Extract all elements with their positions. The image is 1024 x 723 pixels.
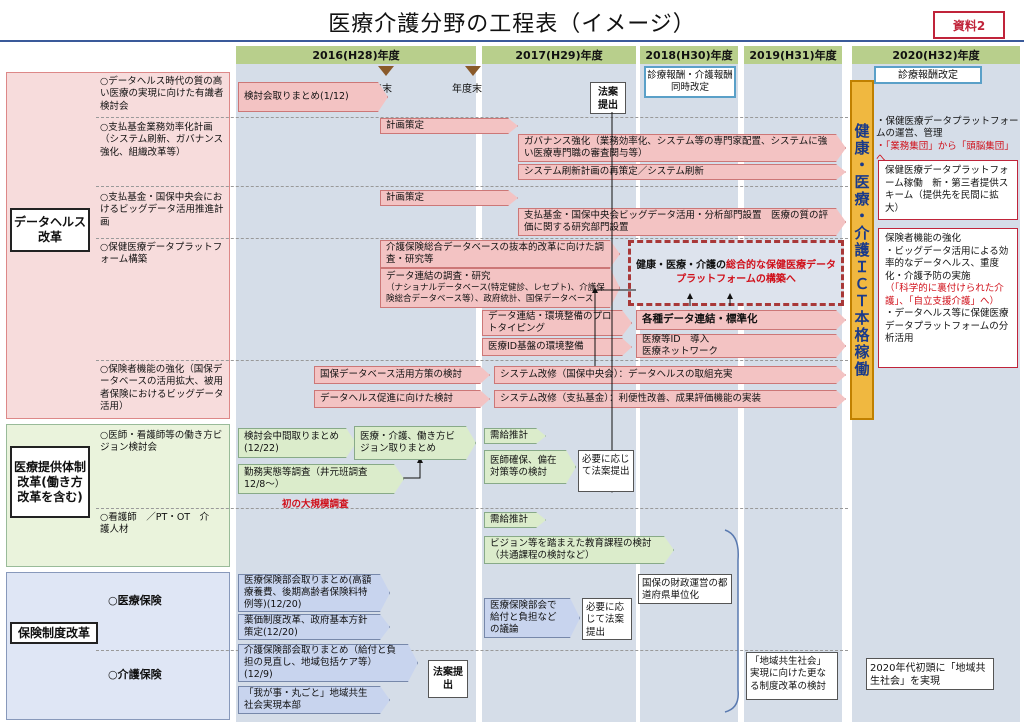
column-2020 [852, 46, 1020, 722]
right-box-1: ・保健医療データプラットフォームの運営、管理 ・「業務集団」から「頭脳集団」へ [876, 116, 1022, 164]
vision-arrow: 医療・介護、働き方ビジョン取りまとめ [354, 426, 476, 460]
year-header-2018: 2018(H30)年度 [640, 46, 738, 64]
iryou-nw-label: 医療ネットワーク [642, 346, 719, 357]
iryou-id2-label: 医療等ID 導入 [642, 334, 710, 346]
system-sakusei-arrow: システム刷新計画の再策定／システム刷新 [518, 164, 846, 180]
platform-text-a: 健康・医療・介護の [636, 260, 726, 271]
wagakoto-arrow: 「我が事・丸ごと」地域共生社会実現本部 [238, 686, 390, 714]
shiharai-bd-arrow: 支払基金・国保中央会ビッグデータ活用・分析部門設置 医療の質の評価に関する研究部… [518, 208, 846, 236]
hatsu-label: 初の大規模調査 [282, 499, 349, 510]
right-box-2: 保健医療データプラットフォーム稼働 新・第三者提供スキーム（提供先を民間に拡大） [878, 160, 1018, 220]
year-header-2016: 2016(H28)年度 [236, 46, 476, 64]
yakka-arrow: 薬価制度改革、政府基本方針策定(12/20) [238, 614, 390, 640]
sublabel-dh2: ○支払基金業務効率化計画（システム刷新、ガバナンス強化、組織改革等） [100, 122, 224, 158]
sublabel-dh5: ○保険者機能の強化（国保データベースの活用拡大、被用者保険におけるビッグデータ活… [100, 364, 224, 413]
section-label-data-health: データヘルス改革 [10, 208, 90, 252]
iryou-bukai2-arrow: 医療保険部会で給付と負担などの議論 [484, 598, 580, 638]
row-divider [96, 360, 848, 361]
kokuho-zaisei-box: 国保の財政運営の都道府県単位化 [638, 574, 732, 604]
vision-kyouiku-arrow: ビジョン等を踏まえた教育課程の検討（共通課程の検討など） [484, 536, 674, 564]
section-label-iryou-teikyou: 医療提供体制改革(働き方改革を含む) [10, 446, 90, 518]
data-renketsu-sub: （ナショナルデータベース(特定健診、レセプト)、介護保険総合データベース等）、政… [386, 282, 605, 304]
keikaku-arrow-2: 計画策定 [380, 190, 518, 206]
ict-bar: 健康・医療・介護ＩＣＴ本格稼働 [850, 80, 874, 420]
sublabel-ip1: ○医師・看護師等の働き方ビジョン検討会 [100, 430, 223, 454]
system-kaishu2-arrow: システム改修（支払基金）：利便性改善、成果評価機能の実装 [494, 390, 846, 408]
year-header-2020: 2020(H32)年度 [852, 46, 1020, 64]
year-header-2017: 2017(H29)年度 [482, 46, 636, 64]
right-box-3-b: ・ビッグデータ活用による効率的なデータヘルス、重度化・介護予防の実施 [885, 245, 1009, 282]
iryou-bukai-arrow: 医療保険部会取りまとめ(高額療養費、後期高齢者保険料特例等)(12/20) [238, 574, 390, 612]
jukyu-arrow-1: 需給推計 [484, 428, 546, 444]
iryou-id-arrow: 医療ID基盤の環境整備 [482, 338, 632, 356]
kokuho-db-arrow: 国保データベース活用方策の検討 [314, 366, 490, 384]
jukyu-arrow-2: 需給推計 [484, 512, 546, 528]
milestone-nendomatsu-marker [465, 66, 481, 76]
right-box-3-c: （「科学的に裏付けられた介護」、「自立支援介護」へ） [885, 283, 1004, 307]
data-renketsu-title: データ連結の調査・研究 [386, 271, 491, 282]
shinryo-kaitei-box: 診療報酬改定 [874, 66, 982, 84]
row-divider [96, 238, 848, 239]
iryou-id2-arrow: 医療等ID 導入 医療ネットワーク [636, 334, 846, 358]
row-divider [96, 186, 848, 187]
platform-box: 健康・医療・介護の総合的な保健医療データプラットフォームの構築へ [628, 240, 844, 306]
houan-box-2: 法案提出 [428, 660, 468, 698]
row-divider [96, 508, 848, 509]
proto-arrow: データ連結・環境整備のプロトタイピング [482, 310, 632, 336]
year-header-2019: 2019(H31)年度 [744, 46, 842, 64]
sublabel-hs1: ○医療保険 [108, 594, 162, 607]
houan-box-1: 法案提出 [590, 82, 626, 114]
kinmu-arrow: 勤務実態等調査（井元班調査 12/8～） [238, 464, 404, 494]
right-box-3: 保険者機能の強化 ・ビッグデータ活用による効率的なデータヘルス、重度化・介護予防… [878, 228, 1018, 368]
document-label: 資料2 [933, 11, 1005, 39]
governance-arrow: ガバナンス強化（業務効率化、システム等の専門家配置、システムに強い医療専門職の審… [518, 134, 846, 162]
title-divider [0, 40, 1024, 42]
kakushu-arrow: 各種データ連結・標準化 [636, 310, 846, 330]
right-box-3-a: 保険者機能の強化 [885, 233, 962, 244]
row-divider [96, 650, 848, 651]
kentoukai-chukan-arrow: 検討会中間取りまとめ(12/22) [238, 428, 356, 458]
page-title: 医療介護分野の工程表（イメージ） [328, 12, 696, 37]
sublabel-dh4: ○保健医療データプラットフォーム構築 [100, 242, 223, 266]
sublabel-hs2: ○介護保険 [108, 668, 162, 681]
platform-text-b: 総合的な保健医療データプラットフォームの構築へ [676, 260, 836, 285]
system-kaishu1-arrow: システム改修（国保中央会）：データヘルスの取組充実 [494, 366, 846, 384]
right-box-1-a: ・保健医療データプラットフォームの運営、管理 [876, 116, 1019, 140]
kaigo-db-arrow: 介護保険総合データベースの抜本的改革に向けた調査・研究等 [380, 240, 620, 268]
sublabel-dh3: ○支払基金・国保中央会におけるビッグデータ活用推進計画 [100, 192, 224, 228]
kentoukai-arrow: 検討会取りまとめ(1/12) [238, 82, 388, 112]
sublabel-ip2: ○看護師 ／PT・OT 介護人材 [100, 512, 210, 536]
data-renketsu-arrow: データ連結の調査・研究 （ナショナルデータベース(特定健診、レセプト)、介護保険… [380, 268, 620, 308]
milestone-nendomatsu-label: 年度末 [452, 84, 482, 95]
hitsuyou-box-2: 必要に応じて法案提出 [582, 598, 632, 640]
right-box-1-b: ・「業務集団」から「頭脳集団」へ [876, 140, 1014, 165]
row-divider [96, 117, 848, 118]
milestone-nenmatsu-marker [378, 66, 394, 76]
sublabel-dh1: ○データヘルス時代の質の高い医療の実現に向けた有識者検討会 [100, 76, 224, 112]
right-box-3-d: ・データヘルス等に保健医療データプラットフォームの分析活用 [885, 308, 1009, 345]
ishi-kakuho-arrow: 医師確保、偏在対策等の検討 [484, 450, 576, 484]
section-label-hoken-seido: 保険制度改革 [10, 622, 98, 644]
chiiki-2020-box: 2020年代初頭に「地域共生社会」を実現 [866, 658, 994, 690]
chiiki-kentou-box: 「地域共生社会」実現に向けた更なる制度改革の検討 [746, 652, 838, 700]
dh-sokushin-arrow: データヘルス促進に向けた検討 [314, 390, 490, 408]
shinryo-douji-box: 診療報酬・介護報酬同時改定 [644, 66, 736, 98]
keikaku-arrow-1: 計画策定 [380, 118, 518, 134]
section-hoken-seido [6, 572, 230, 720]
kaigo-bukai-arrow: 介護保険部会取りまとめ（給付と負担の見直し、地域包括ケア等）(12/9) [238, 644, 418, 682]
hitsuyou-box-1: 必要に応じて法案提出 [578, 450, 634, 492]
